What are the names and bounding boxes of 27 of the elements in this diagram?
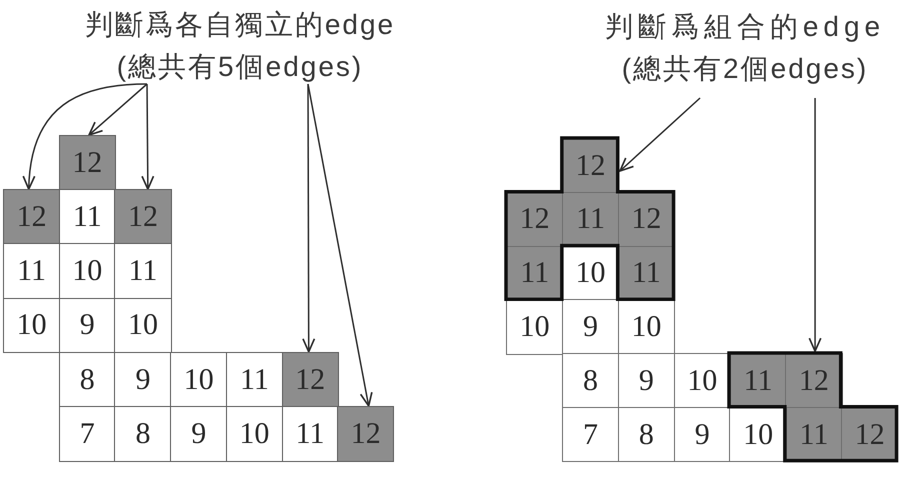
arrow — [307, 84, 373, 407]
arrow — [23, 83, 148, 190]
number-cell: 10 — [506, 299, 564, 355]
number-cell: 12 — [337, 406, 394, 462]
arrow — [808, 98, 822, 352]
arrow — [141, 84, 154, 190]
caption-text: (總共有5個edges) — [116, 50, 364, 84]
number-cell: 8 — [562, 353, 620, 408]
number-cell: 12 — [3, 189, 60, 245]
caption-text: 判斷爲各自獨立的edge — [84, 8, 396, 42]
number-cell: 9 — [170, 406, 228, 462]
number-cell: 12 — [282, 352, 339, 408]
number-cell: 7 — [562, 407, 620, 462]
number-cell: 8 — [114, 406, 172, 462]
caption-text: (總共有2個edges) — [622, 52, 868, 86]
number-cell: 10 — [114, 298, 172, 354]
number-cell: 12 — [58, 135, 116, 191]
number-cell: 11 — [114, 243, 172, 300]
arrow — [88, 83, 148, 136]
number-cell: 10 — [170, 352, 228, 408]
number-cell: 10 — [3, 298, 60, 354]
caption-text: 判斷爲組合的edge — [604, 10, 886, 44]
number-cell: 12 — [114, 189, 172, 245]
number-cell: 11 — [3, 243, 60, 300]
arrow — [619, 97, 701, 172]
number-cell: 7 — [58, 406, 116, 462]
arrow — [302, 84, 316, 353]
